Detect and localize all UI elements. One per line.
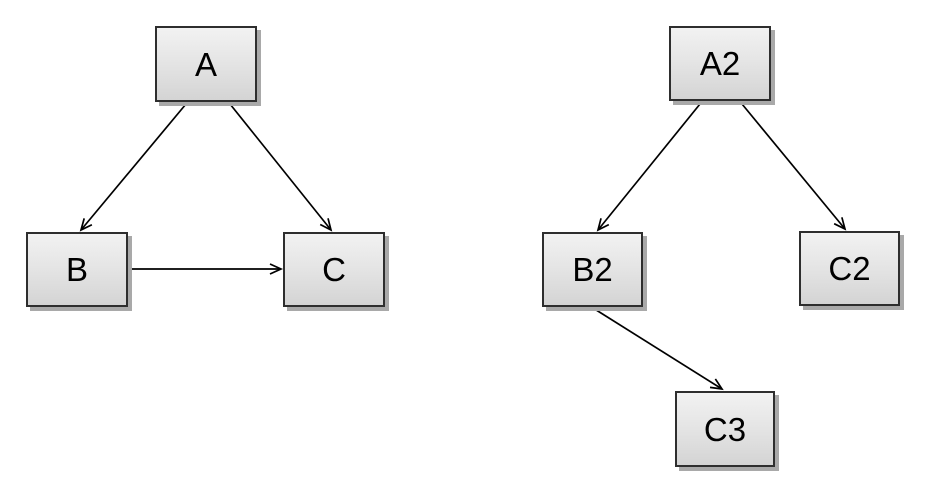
node-label-c: C xyxy=(322,251,346,288)
edge-a2-to-b2[interactable] xyxy=(596,103,701,232)
node-c[interactable]: C xyxy=(283,232,385,307)
edge-b2-to-c3[interactable] xyxy=(592,307,724,391)
edge-a-to-c[interactable] xyxy=(229,103,333,232)
node-label-c2: C2 xyxy=(828,250,871,287)
node-label-c3: C3 xyxy=(703,410,747,448)
node-label-b2: B2 xyxy=(572,251,613,288)
node-a[interactable]: A xyxy=(155,26,257,102)
node-b[interactable]: B xyxy=(26,232,128,307)
node-a2[interactable]: A2 xyxy=(669,26,771,101)
node-b2[interactable]: B2 xyxy=(542,232,643,307)
edge-a2-to-c2[interactable] xyxy=(741,103,847,231)
node-label-a2: A2 xyxy=(699,45,741,82)
node-label-b: B xyxy=(65,251,88,288)
node-label-a: A xyxy=(194,45,217,83)
edge-a-to-b[interactable] xyxy=(79,103,187,232)
node-c2[interactable]: C2 xyxy=(799,231,900,306)
node-c3[interactable]: C3 xyxy=(675,391,775,467)
